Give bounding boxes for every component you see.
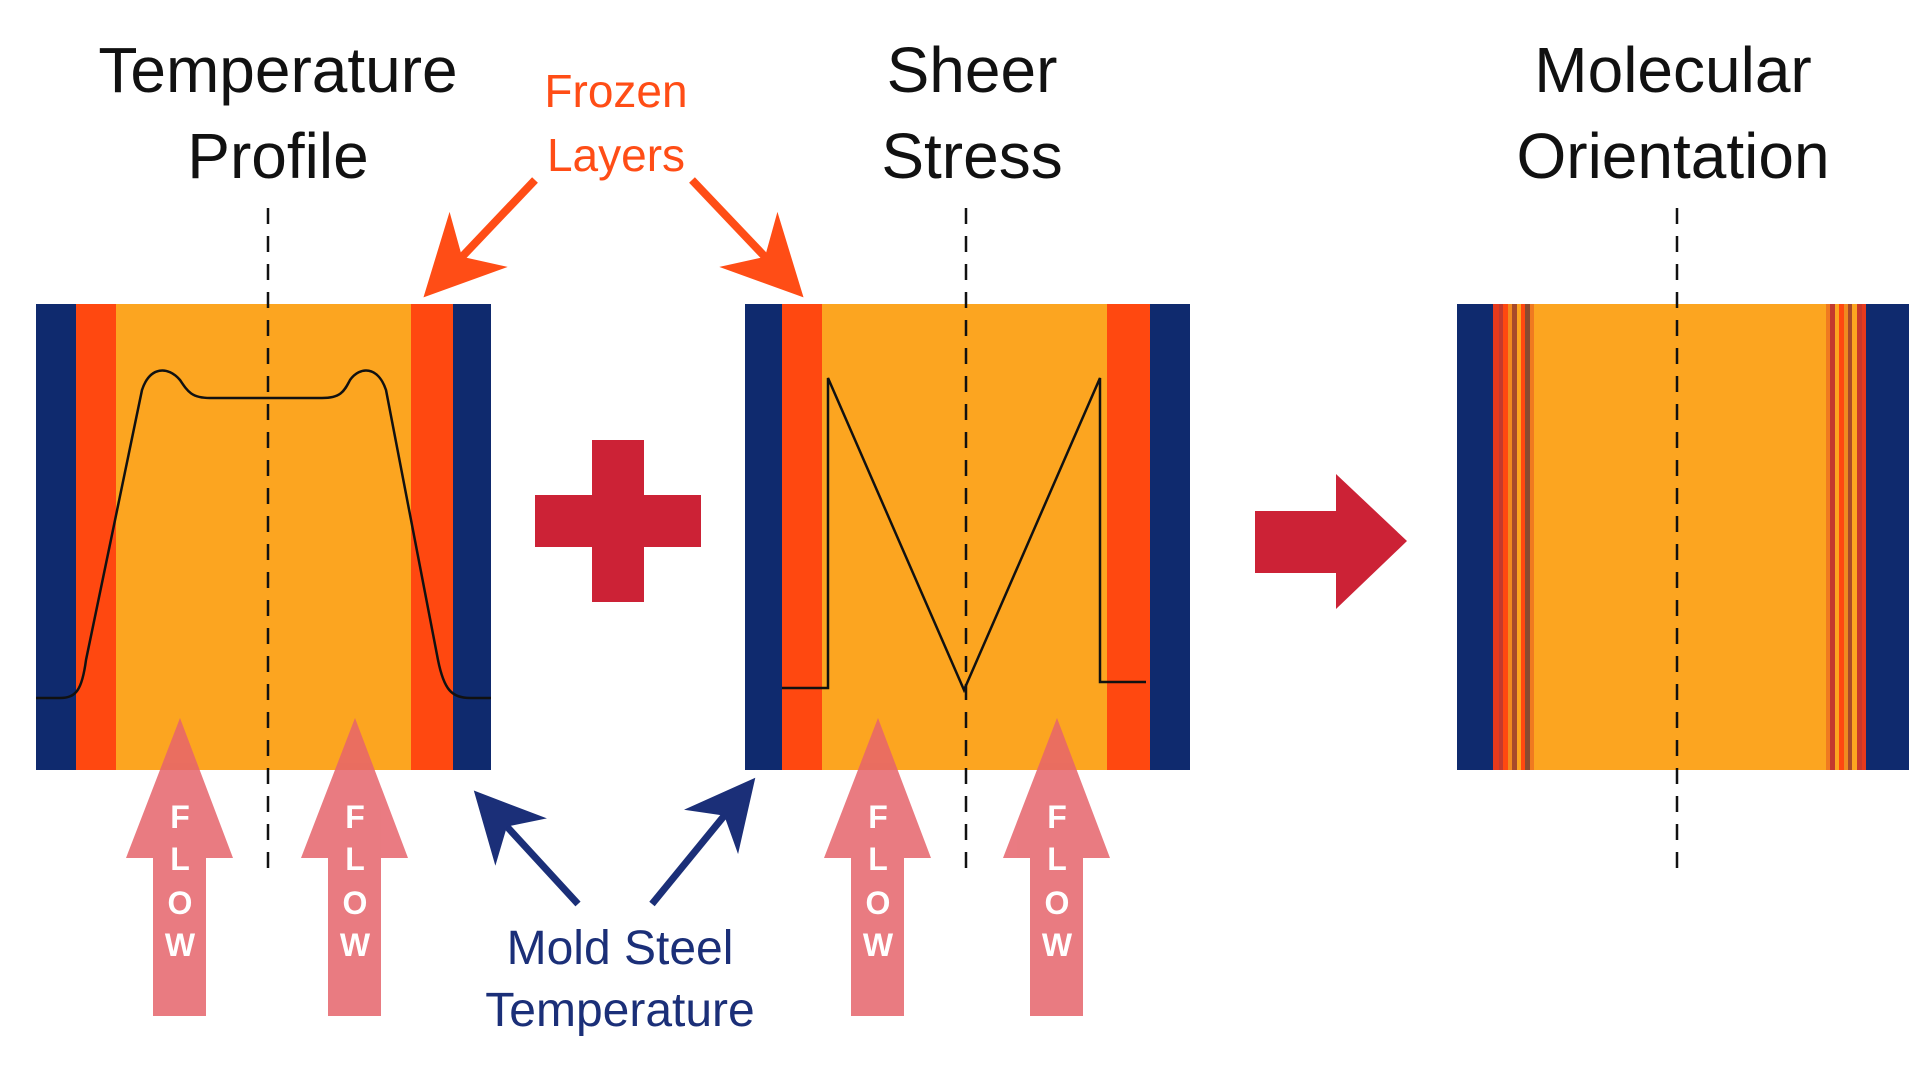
title-molecular-line2: Orientation <box>1516 120 1829 192</box>
orientation-band <box>1830 304 1835 770</box>
orientation-band <box>1826 304 1830 770</box>
orientation-band <box>1857 304 1862 770</box>
arrow-right-icon <box>1255 474 1407 609</box>
arrow-up-icon <box>1003 718 1110 1016</box>
arrow-up-icon <box>824 718 931 1016</box>
orientation-band <box>1530 304 1534 770</box>
orientation-band <box>1508 304 1512 770</box>
title-temperature-line1: Temperature <box>98 34 457 106</box>
frozen-layer-left <box>782 304 822 770</box>
title-sheer-line1: Sheer <box>887 34 1058 106</box>
flow-letter: F <box>1047 799 1067 835</box>
orientation-band <box>1848 304 1852 770</box>
molecular-orientation-panel <box>1457 304 1909 770</box>
flow-letter: W <box>165 927 196 963</box>
mold-steel-left <box>745 304 782 770</box>
flow-letter: L <box>1047 841 1067 877</box>
temperature-profile-panel <box>36 304 491 770</box>
orientation-band <box>1517 304 1521 770</box>
flow-letter: W <box>1042 927 1073 963</box>
frozen-layers-label-line2: Layers <box>547 129 685 181</box>
frozen-layer-right <box>411 304 453 770</box>
arrow-up-icon <box>301 718 408 1016</box>
flow-letter: L <box>345 841 365 877</box>
flow-letter: O <box>1045 885 1070 921</box>
flow-letter: L <box>170 841 190 877</box>
flow-arrow-4: F L O W <box>1003 718 1110 1016</box>
frozen-layer-right <box>1107 304 1150 770</box>
mold-steel-label-line2: Temperature <box>485 984 754 1037</box>
flow-letter: F <box>868 799 888 835</box>
arrow-up-icon <box>126 718 233 1016</box>
title-molecular-line1: Molecular <box>1534 34 1811 106</box>
temperature-profile-curve <box>36 369 491 700</box>
sheer-stress-curve <box>782 377 1146 694</box>
orientation-band <box>1521 304 1525 770</box>
orientation-band <box>1862 304 1866 770</box>
mold-steel-right <box>1150 304 1190 770</box>
mold-steel-right <box>1866 304 1909 770</box>
flow-letter: O <box>866 885 891 921</box>
mold-steel-left <box>1457 304 1493 770</box>
mold-steel-right <box>453 304 491 770</box>
title-sheer-line2: Stress <box>881 120 1062 192</box>
flow-letter: L <box>868 841 888 877</box>
frozen-layers-pointer-left <box>423 177 538 298</box>
flow-arrow-3: F L O W <box>824 718 931 1016</box>
plus-icon <box>535 440 701 602</box>
frozen-layer-left <box>76 304 116 770</box>
orientation-band <box>1844 304 1848 770</box>
mold-steel-label-line1: Mold Steel <box>507 922 734 975</box>
frozen-layers-pointer-right <box>689 177 804 298</box>
flow-letter: O <box>168 885 193 921</box>
orientation-band <box>1499 304 1503 770</box>
flow-arrow-1: F L O W <box>126 718 233 1016</box>
orientation-band <box>1835 304 1839 770</box>
mold-steel-pointer-left <box>473 790 581 907</box>
flow-letter: O <box>343 885 368 921</box>
orientation-band <box>1525 304 1530 770</box>
sheer-stress-panel <box>745 304 1190 770</box>
orientation-band <box>1493 304 1499 770</box>
flow-letter: W <box>340 927 371 963</box>
frozen-layers-label-line1: Frozen <box>544 65 687 117</box>
orientation-band <box>1852 304 1857 770</box>
title-temperature-line2: Profile <box>187 120 368 192</box>
flow-letter: W <box>863 927 894 963</box>
orientation-band <box>1839 304 1844 770</box>
mold-steel-left <box>36 304 76 770</box>
flow-letter: F <box>345 799 365 835</box>
mold-steel-pointer-right <box>649 777 756 907</box>
flow-arrow-2: F L O W <box>301 718 408 1016</box>
orientation-band <box>1512 304 1517 770</box>
flow-letter: F <box>170 799 190 835</box>
orientation-band <box>1503 304 1508 770</box>
